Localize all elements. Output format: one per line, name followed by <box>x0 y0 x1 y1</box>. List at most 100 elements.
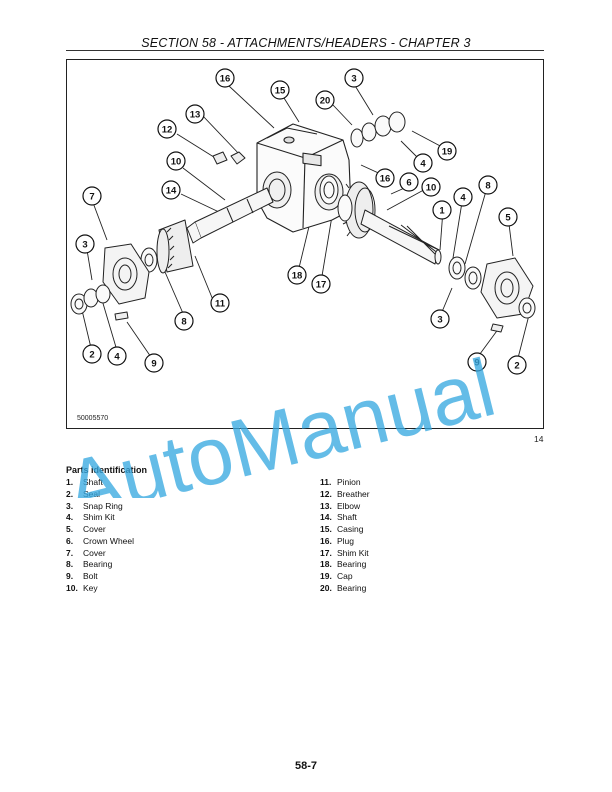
callout-label: 15 <box>275 86 286 97</box>
callouts: 16 3 15 20 13 12 19 10 4 16 6 10 14 7 8 … <box>75 68 527 375</box>
list-item: 10.Key <box>66 583 296 595</box>
right-shaft <box>360 209 442 265</box>
part-name: Seal <box>83 488 101 499</box>
callout-7: 7 <box>82 186 102 206</box>
gearbox-illustration: 16 3 15 20 13 12 19 10 4 16 6 10 14 7 8 … <box>70 68 536 375</box>
figure-number: 14 <box>534 434 544 444</box>
list-item: 4.Shim Kit <box>66 512 296 524</box>
callout-label: 7 <box>89 192 94 203</box>
callout-label: 5 <box>505 213 511 224</box>
callout-label: 6 <box>406 178 411 189</box>
pinion-gear <box>156 219 194 274</box>
list-item: 16. Plug <box>320 536 550 548</box>
callout-3b: 3 <box>75 234 95 254</box>
part-number: 8. <box>66 559 74 570</box>
left-cover <box>102 243 150 305</box>
callout-label: 13 <box>190 110 201 121</box>
section-title: SECTION 58 - ATTACHMENTS/HEADERS - CHAPT… <box>141 36 471 50</box>
list-item: 17.Shim Kit <box>320 548 550 560</box>
callout-9b: 9 <box>467 352 487 372</box>
callout-label: 4 <box>420 159 426 170</box>
callout-label: 14 <box>166 186 177 197</box>
part-number: 11. <box>320 477 332 487</box>
callout-label: 10 <box>426 183 437 194</box>
part-number: 5. <box>66 524 74 534</box>
part-name: Cover <box>83 524 106 534</box>
callout-label: 1 <box>439 206 445 217</box>
part-name: Shaft <box>337 512 357 523</box>
callout-label: 20 <box>320 96 331 107</box>
part-number: 13. <box>320 500 332 511</box>
callout-4b: 4 <box>453 187 473 207</box>
callout-label: 3 <box>82 240 87 251</box>
part-name: Plug <box>337 535 355 546</box>
list-item: 5. Cover <box>66 524 296 536</box>
callout-label: 17 <box>316 280 327 291</box>
callout-19: 19 <box>437 141 457 161</box>
part-number: 1. <box>66 477 74 487</box>
part-name: Casing <box>337 524 364 534</box>
callout-3c: 3 <box>430 309 450 329</box>
drawing-id: 50005570 <box>77 415 109 422</box>
callout-label: 2 <box>514 361 519 372</box>
part-number: 16. <box>320 535 332 546</box>
part-name: Pinion <box>337 477 361 487</box>
top-seal-stack <box>350 111 406 148</box>
part-name: Cover <box>83 547 106 558</box>
list-item: 13. Elbow <box>320 501 550 513</box>
callout-18: 18 <box>287 265 307 285</box>
list-item: 1. Shaft <box>66 477 296 489</box>
list-item: 6.Crown Wheel <box>66 536 296 548</box>
part-number: 3. <box>66 500 74 511</box>
callout-label: 4 <box>460 193 466 204</box>
part-number: 18. <box>320 559 332 570</box>
callout-14: 14 <box>161 180 181 200</box>
list-item: 11. Pinion <box>320 477 550 489</box>
callout-10a: 10 <box>166 151 186 171</box>
part-number: 7. <box>66 547 74 558</box>
part-name: Cap <box>337 571 353 581</box>
callout-label: 9 <box>151 359 156 370</box>
callout-4a: 4 <box>413 153 433 173</box>
callout-label: 3 <box>437 315 442 326</box>
list-item: 7. Cover <box>66 548 296 560</box>
part-number: 2. <box>66 488 74 499</box>
part-name: Snap Ring <box>83 500 123 511</box>
callout-10b: 10 <box>421 177 441 197</box>
callout-8b: 8 <box>174 311 194 331</box>
breather-elbow <box>212 151 246 165</box>
callout-4c: 4 <box>107 346 127 366</box>
part-number: 17. <box>320 547 332 558</box>
callout-15: 15 <box>270 80 290 100</box>
part-number: 6. <box>66 535 74 546</box>
callout-6: 6 <box>399 172 419 192</box>
part-name: Shaft <box>83 477 103 487</box>
callout-16b: 16 <box>375 168 395 188</box>
callout-label: 11 <box>215 299 226 310</box>
list-item: 19.Cap <box>320 571 550 583</box>
part-name: Bearing <box>337 582 367 593</box>
callout-5: 5 <box>498 207 518 227</box>
list-item: 20.Bearing <box>320 583 550 595</box>
callout-12: 12 <box>157 119 177 139</box>
list-item: 12. Breather <box>320 489 550 501</box>
callout-label: 3 <box>351 74 356 85</box>
callout-label: 8 <box>181 317 186 328</box>
part-name: Bearing <box>83 559 113 570</box>
part-name: Breather <box>337 488 370 499</box>
callout-label: 9 <box>474 358 479 369</box>
callout-9a: 9 <box>144 353 164 373</box>
callout-label: 8 <box>485 181 490 192</box>
list-item: 9.Bolt <box>66 571 296 583</box>
part-name: Elbow <box>337 500 361 511</box>
parts-list-right: 11.Pinion 12.Breather 13.Elbow 14.Shaft … <box>320 477 550 595</box>
part-number: 15. <box>320 524 332 534</box>
list-item: 3. Snap Ring <box>66 501 296 513</box>
callout-label: 19 <box>442 147 453 158</box>
left-seal-stack <box>70 284 111 315</box>
callout-20: 20 <box>315 90 335 110</box>
callout-16a: 16 <box>215 68 235 88</box>
part-number: 12. <box>320 488 332 499</box>
callout-2b: 2 <box>507 355 527 375</box>
callout-label: 12 <box>162 125 173 136</box>
